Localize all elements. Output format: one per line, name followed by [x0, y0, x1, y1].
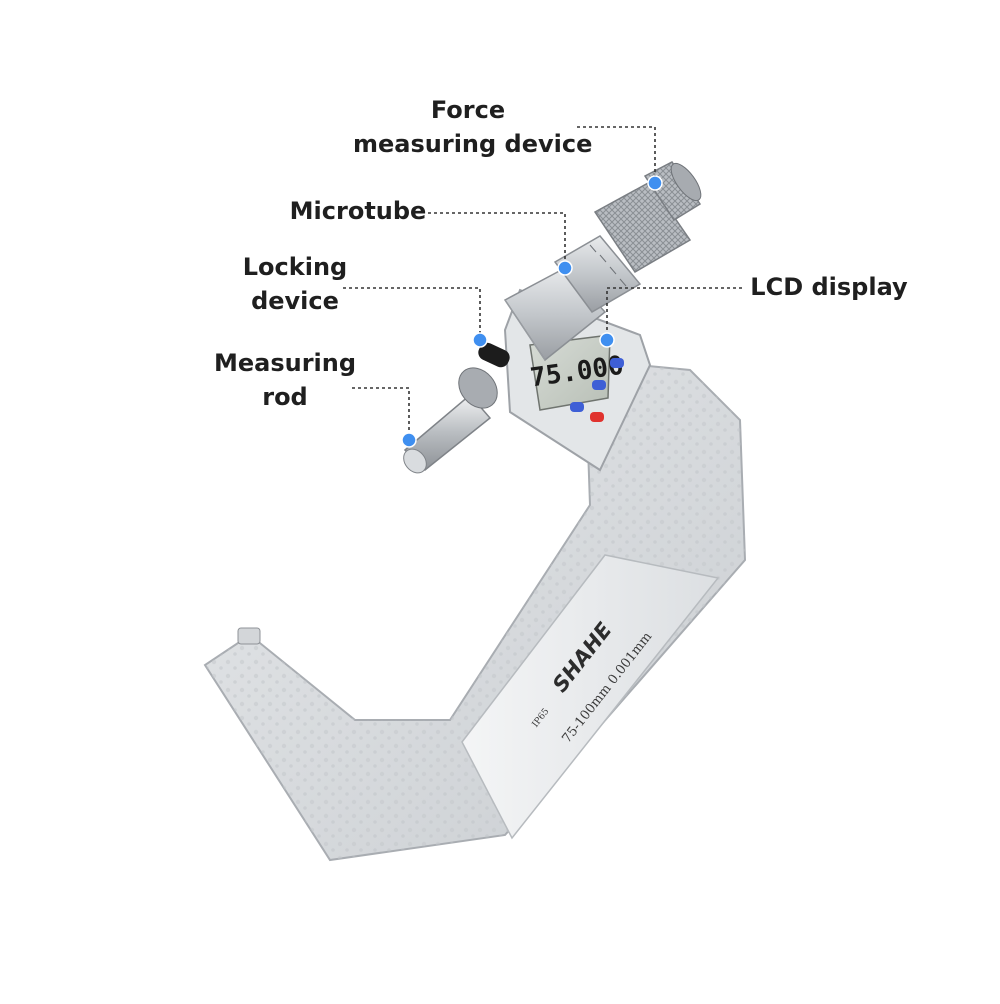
leader-lcd [606, 287, 742, 340]
label-force-measuring-device: Force measuring device [353, 96, 593, 158]
label-measuring-rod: Measuring rod [213, 349, 357, 411]
leader-microtube [428, 212, 566, 268]
marker-locking [472, 332, 488, 348]
marker-dots [401, 175, 663, 448]
leader-locking [343, 287, 481, 340]
marker-force [647, 175, 663, 191]
lcd-power-button[interactable] [590, 412, 604, 422]
marker-lcd [599, 332, 615, 348]
c-frame: SHAHE 75-100mm 0.001mm IP65 [203, 358, 747, 862]
leader-rod [352, 387, 410, 440]
marker-rod [401, 432, 417, 448]
marker-microtube [557, 260, 573, 276]
knurled-barrel [593, 181, 692, 274]
label-lcd-display: LCD display [750, 273, 908, 301]
leader-lines [343, 126, 742, 440]
lock-lever[interactable] [476, 340, 513, 370]
microtube-thimble [553, 235, 642, 313]
locking-device [458, 340, 513, 409]
anvil [237, 627, 261, 645]
name-plate [461, 554, 720, 840]
lcd-button-3[interactable] [570, 402, 584, 412]
label-microtube: Microtube [289, 197, 427, 225]
measuring-rod [403, 393, 492, 474]
lcd-button-1[interactable] [610, 358, 624, 368]
lcd-button-2[interactable] [592, 380, 606, 390]
label-locking-device: Locking device [242, 253, 348, 315]
leader-force [577, 126, 656, 183]
